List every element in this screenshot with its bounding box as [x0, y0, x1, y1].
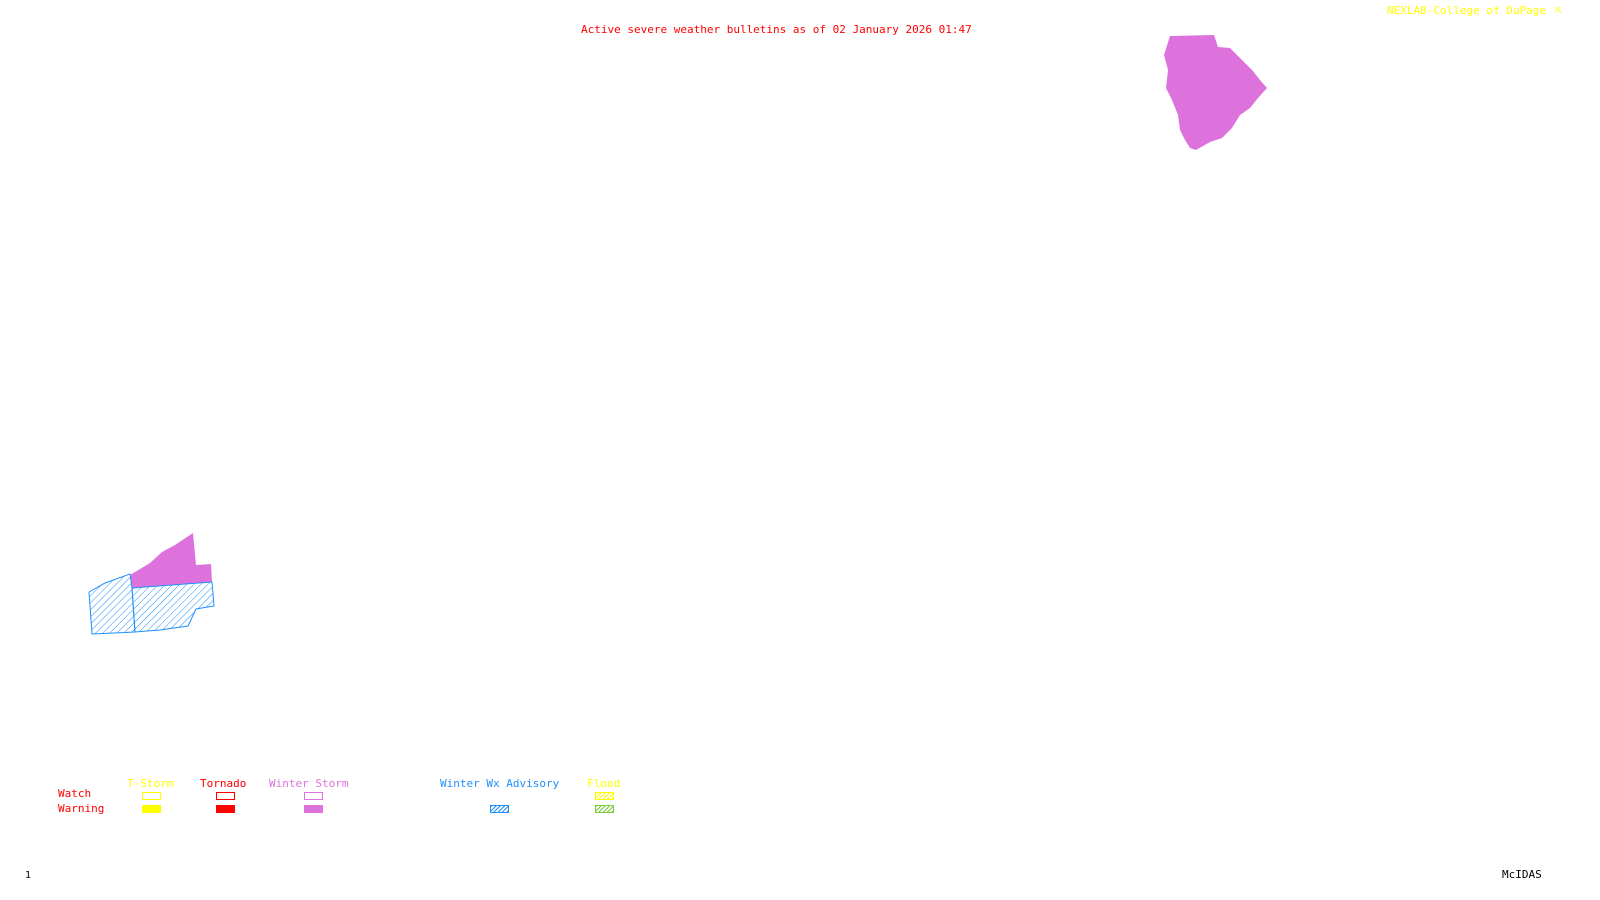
cursor-icon: ⇱ [1555, 3, 1562, 16]
legend-tstorm-warning [142, 805, 161, 813]
legend-flood-watch [595, 792, 614, 800]
legend-tornado-label: Tornado [200, 777, 247, 790]
legend-winter-wx-advisory-warning [490, 805, 509, 813]
winter-storm-warning-area-southwest [130, 533, 212, 588]
legend-flood-warning [595, 805, 614, 813]
winter-wx-advisory-area-east [131, 581, 215, 633]
legend-tstorm-label: T-Storm [127, 777, 174, 790]
software-label: McIDAS [1502, 868, 1542, 881]
legend-tornado-warning [216, 805, 235, 813]
legend-tornado-watch [216, 792, 235, 800]
legend-row-watch: Watch [58, 787, 92, 800]
winter-storm-warning-area-northeast [1164, 35, 1267, 150]
legend-row-warning: Warning [58, 802, 105, 815]
map-title: Active severe weather bulletins as of 02… [581, 23, 972, 36]
legend-flood-label: Flood [587, 777, 621, 790]
winter-wx-advisory-area-west [88, 573, 136, 635]
legend-winter-storm-label: Winter Storm [269, 777, 349, 790]
legend-winter-storm-watch [304, 792, 323, 800]
legend-winter-storm-warning [304, 805, 323, 813]
credit-label: NEXLAB-College of DuPage [1387, 4, 1546, 17]
legend-tstorm-watch [142, 792, 161, 800]
legend-winter-wx-advisory-label: Winter Wx Advisory [440, 777, 560, 790]
frame-number: 1 [25, 870, 32, 881]
